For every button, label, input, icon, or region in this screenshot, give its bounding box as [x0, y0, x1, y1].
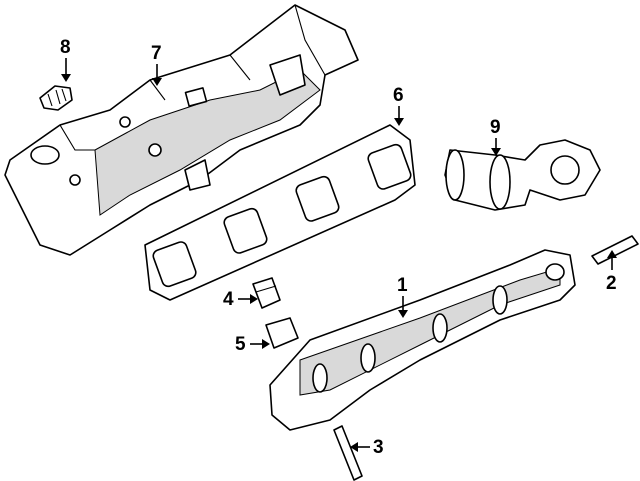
callout-arrows	[61, 58, 617, 452]
callout-6: 6	[393, 85, 404, 106]
callout-2: 2	[606, 273, 617, 294]
callout-9: 9	[490, 117, 501, 138]
exhaust-manifold-part-1	[269, 249, 576, 431]
callout-8: 8	[60, 37, 71, 58]
stud-part-3	[333, 425, 363, 481]
sensor-part-8	[39, 85, 73, 111]
manifold-gasket-part-6	[144, 124, 416, 301]
callout-4: 4	[223, 289, 234, 310]
callout-3: 3	[373, 437, 384, 458]
clip-part-4	[252, 277, 281, 309]
stud-part-2	[591, 235, 639, 265]
egr-tube-part-9	[444, 139, 601, 211]
callout-7: 7	[151, 43, 162, 64]
bracket-part-5	[265, 317, 299, 349]
callout-5: 5	[235, 334, 246, 355]
heat-shield-part-7	[4, 4, 359, 256]
callout-1: 1	[397, 275, 408, 296]
